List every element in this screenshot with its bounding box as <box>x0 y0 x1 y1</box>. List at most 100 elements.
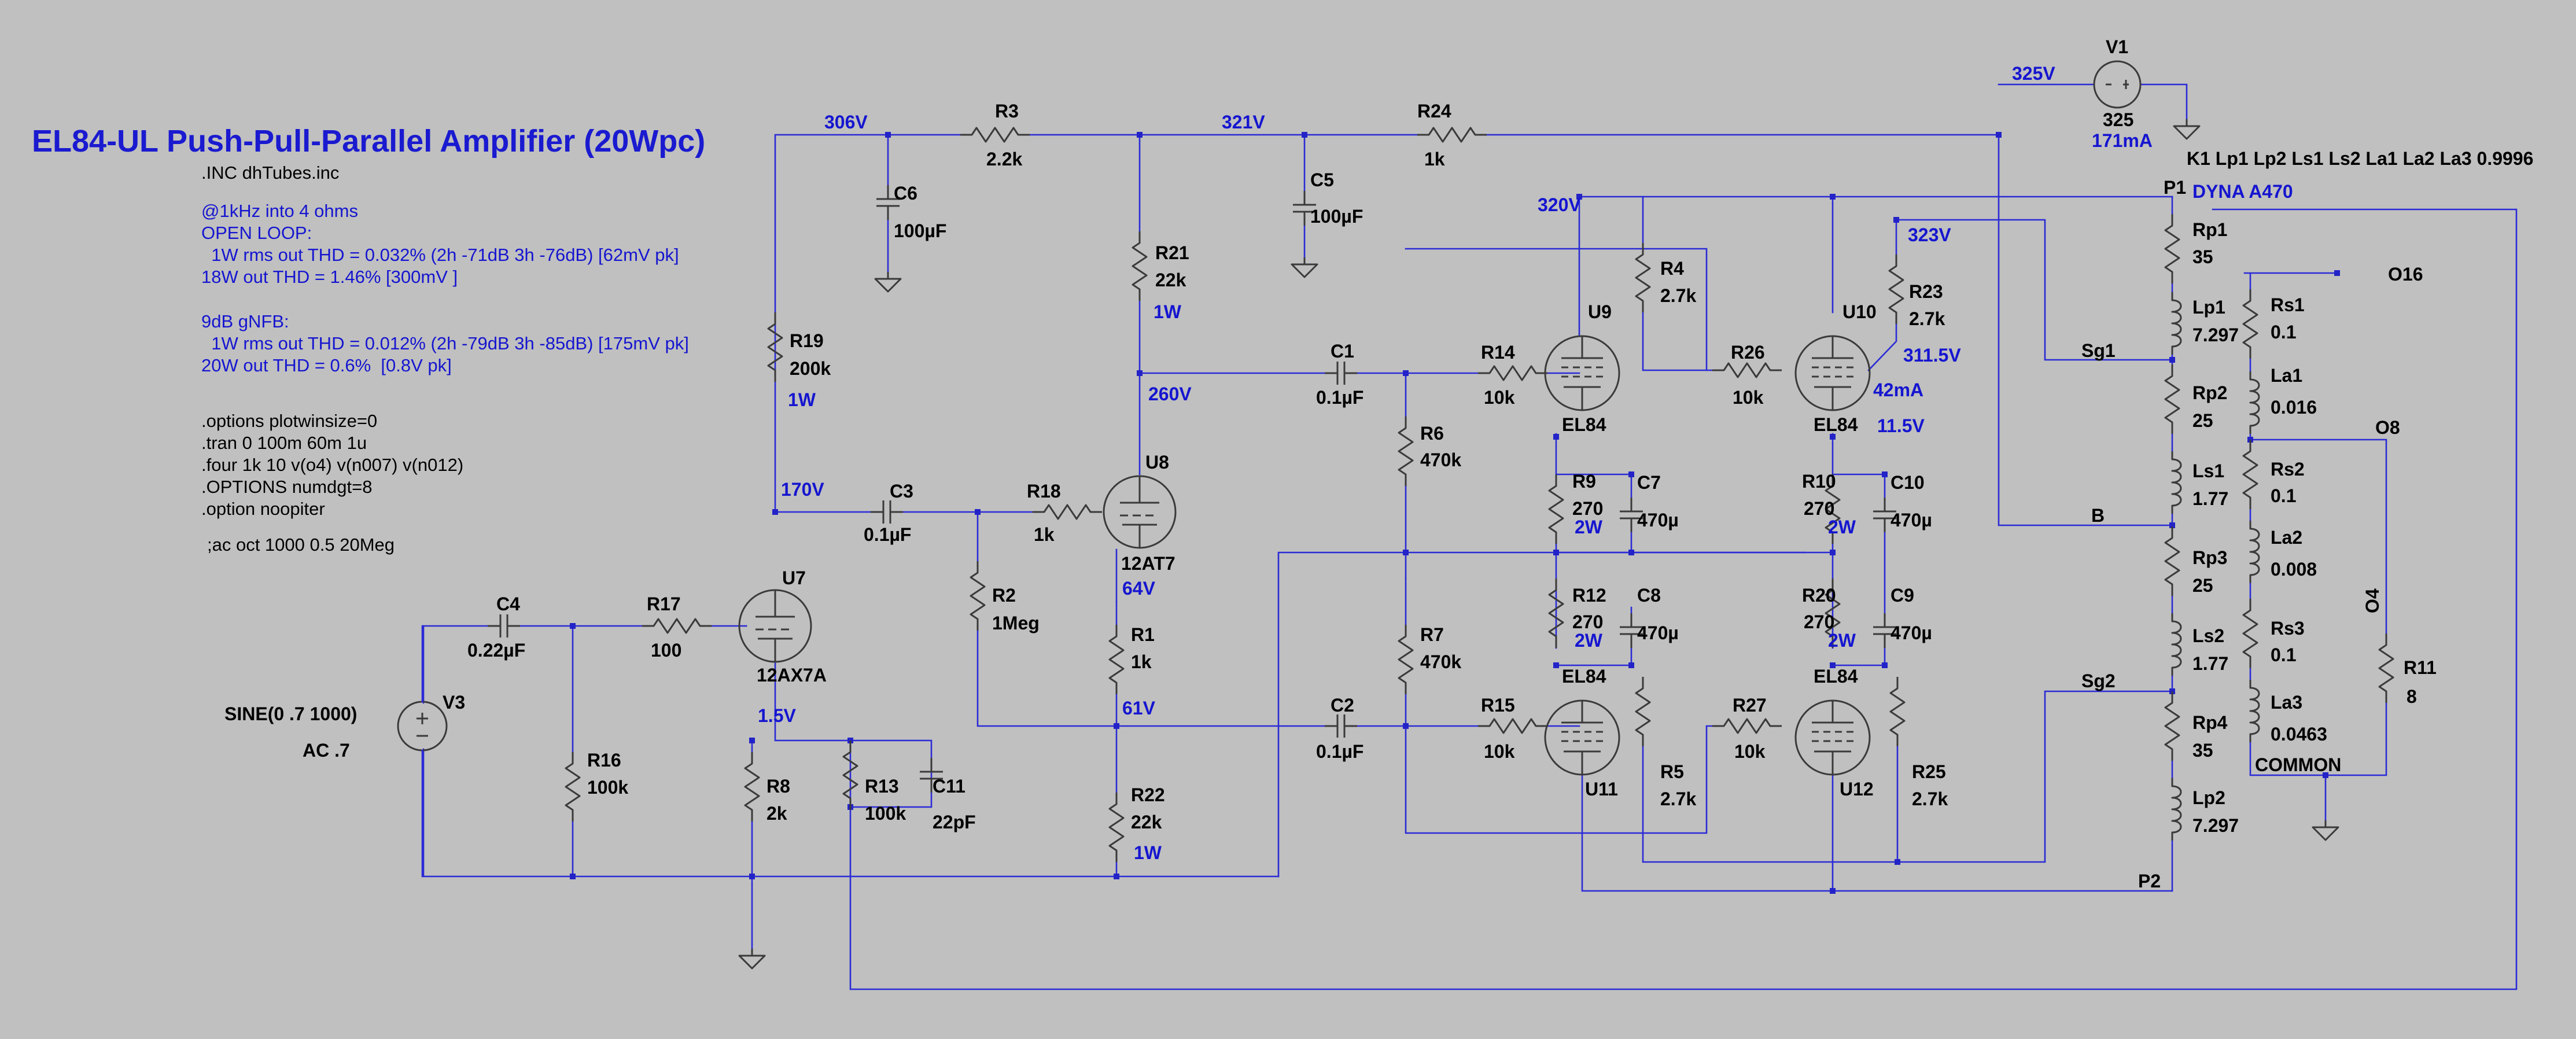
U10-symbol <box>1794 335 1871 411</box>
component-name: Lp2 <box>2192 787 2225 808</box>
Rp4-symbol <box>2164 690 2180 762</box>
component-name: R15 <box>1481 695 1515 716</box>
R14-symbol <box>1477 365 1549 381</box>
component-power: 2W <box>1828 630 1856 651</box>
Rs2-symbol <box>2242 439 2258 510</box>
component-name: V1 <box>2106 36 2128 57</box>
component-value: 0.22µF <box>467 640 525 661</box>
component-name: C8 <box>1637 585 1661 606</box>
R18-symbol <box>1031 504 1103 520</box>
component-name: C9 <box>1890 585 1914 606</box>
R4-symbol <box>1635 242 1651 314</box>
net-label: B <box>2091 505 2105 526</box>
component-name: Rp1 <box>2192 219 2227 240</box>
component-name: R3 <box>995 101 1019 121</box>
component-value: 0.1 <box>2271 485 2296 506</box>
component-value: 7.297 <box>2192 815 2239 836</box>
component-name: R11 <box>2404 657 2437 678</box>
capacitors <box>487 184 1897 794</box>
component-name: R22 <box>1131 784 1165 805</box>
component-name: R4 <box>1660 258 1684 279</box>
component-value: 325 <box>2103 109 2133 130</box>
directive-include: .INC dhTubes.inc <box>201 163 339 183</box>
component-name: R18 <box>1027 481 1061 502</box>
La3-symbol <box>2249 679 2260 743</box>
R3-symbol <box>959 127 1031 143</box>
directive-tran: .tran 0 100m 60m 1u <box>201 433 367 453</box>
U11-symbol <box>1544 699 1620 776</box>
node-voltage: 323V <box>1908 224 1951 245</box>
C2-symbol <box>1324 713 1358 739</box>
node-voltage: 64V <box>1122 578 1156 599</box>
node-voltage: 306V <box>824 112 868 132</box>
component-value: 0.1µF <box>1316 741 1363 762</box>
component-name: R6 <box>1420 423 1444 444</box>
component-value: 1k <box>1424 149 1445 170</box>
component-value: 1k <box>1034 524 1055 545</box>
component-value: 470µ <box>1890 510 1932 530</box>
La2-symbol <box>2249 520 2260 584</box>
component-name: La3 <box>2271 692 2302 713</box>
net-label: Sg1 <box>2081 340 2116 361</box>
component-name: R26 <box>1731 342 1765 363</box>
directive-options: .options plotwinsize=0 <box>201 411 377 431</box>
component-value: 470µ <box>1637 622 1679 643</box>
note-line: 1W rms out THD = 0.012% (2h -79dB 3h -85… <box>201 333 689 353</box>
component-value: 100k <box>587 777 628 798</box>
tubes <box>738 335 1871 776</box>
R25-symbol <box>1889 676 1906 747</box>
component-value: 100 <box>651 640 681 661</box>
C1-symbol <box>1324 360 1358 386</box>
component-name: R7 <box>1420 624 1444 645</box>
component-value: 7.297 <box>2192 325 2239 345</box>
component-value: 10k <box>1484 741 1515 762</box>
component-value: 10k <box>1734 741 1766 762</box>
component-power: 2W <box>1575 630 1603 651</box>
component-value: 22k <box>1155 270 1186 290</box>
component-name: R2 <box>992 585 1016 606</box>
source-labels: V1 325 V3 SINE(0 .7 1000) AC .7 <box>224 36 2133 761</box>
component-name: Rs1 <box>2271 294 2305 315</box>
node-voltage: 260V <box>1148 384 1192 404</box>
component-value: 10k <box>1484 387 1515 408</box>
component-value: EL84 <box>1814 666 1858 687</box>
component-value: 270 <box>1804 611 1834 632</box>
node-voltage: 11.5V <box>1877 415 1925 436</box>
component-value: 2.7k <box>1909 308 1945 329</box>
ground-icon <box>738 948 766 970</box>
ground-icon <box>2173 118 2201 140</box>
directive-coupling: K1 Lp1 Lp2 Ls1 Ls2 La1 La2 La3 0.9996 <box>2187 148 2533 169</box>
net-label: P2 <box>2138 871 2161 891</box>
component-name: Rp3 <box>2192 547 2227 568</box>
net-label: COMMON <box>2255 754 2341 775</box>
component-power: 2W <box>1575 517 1603 537</box>
component-value: 22pF <box>933 812 976 832</box>
component-name: C6 <box>894 183 917 204</box>
component-value: 2.7k <box>1912 789 1948 809</box>
ground-icon <box>874 271 902 293</box>
page-title: EL84-UL Push-Pull-Parallel Amplifier (20… <box>32 124 705 159</box>
Ls1-symbol <box>2171 450 2182 515</box>
transformer-label: DYNA A470 <box>2192 181 2293 202</box>
component-name: R1 <box>1131 624 1155 645</box>
R16-symbol <box>565 751 581 823</box>
directive-numdgt: .OPTIONS numdgt=8 <box>201 477 372 497</box>
component-name: C2 <box>1331 695 1354 716</box>
component-value: 1.77 <box>2192 653 2228 674</box>
component-value: 0.1µF <box>864 524 911 545</box>
V3-symbol <box>397 701 448 751</box>
component-value: 2k <box>766 803 787 824</box>
sources <box>397 60 2142 878</box>
net-label: O16 <box>2388 264 2423 285</box>
La1-symbol <box>2249 370 2260 435</box>
component-value: 200k <box>790 358 831 379</box>
component-value: 35 <box>2192 246 2213 267</box>
R23-symbol <box>1888 253 1904 325</box>
component-name: V3 <box>443 692 465 713</box>
component-value: 1Meg <box>992 613 1040 633</box>
component-name: C4 <box>496 594 520 614</box>
component-value: 0.016 <box>2271 397 2317 418</box>
component-name: C10 <box>1890 472 1925 493</box>
component-name: U11 <box>1585 779 1618 799</box>
